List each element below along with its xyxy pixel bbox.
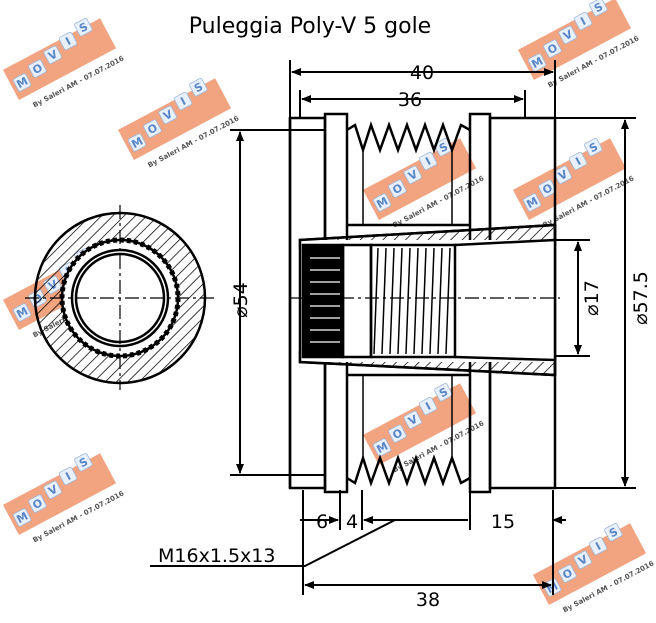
watermark-letter-box (568, 151, 588, 171)
thread-callout: M16x1.5x13 (158, 545, 275, 567)
dim-diameter-54: ⌀54 (230, 282, 252, 318)
watermark-letter-box (553, 165, 572, 184)
watermark-letter-box (28, 59, 47, 78)
dimension-lines (150, 60, 636, 595)
watermark-letter-box (558, 25, 577, 44)
watermark-letter: M (529, 55, 545, 72)
watermark-letter-box (538, 179, 557, 198)
watermark-letter-box (522, 193, 542, 212)
watermark-letter-box (12, 73, 32, 92)
watermark-letter-box (74, 453, 93, 472)
watermark-letter: I (178, 95, 188, 108)
watermark-letter-box (372, 193, 392, 212)
end-view (25, 205, 215, 390)
watermark-letter: I (423, 155, 433, 168)
watermark-letter-box (418, 151, 438, 171)
watermark-letter-box (158, 105, 177, 124)
drawing-title: Puleggia Poly-V 5 gole (189, 14, 431, 39)
watermark-letter-box (573, 550, 592, 569)
dim-40: 40 (410, 62, 434, 84)
dim-6: 6 (316, 511, 328, 533)
watermark-letter-box (388, 179, 407, 198)
watermark-letter: I (578, 15, 588, 28)
watermark-letter-box (143, 119, 162, 138)
watermark-letter: I (573, 155, 583, 168)
dim-diameter-17: ⌀17 (581, 280, 603, 316)
pulley-section (288, 112, 560, 494)
watermark-letter-box (588, 536, 608, 556)
watermark-letter: M (14, 75, 30, 92)
watermark-letter-box (43, 45, 62, 64)
watermark-letter-box (127, 133, 147, 152)
dim-36: 36 (398, 89, 422, 111)
dimension-labels: 40 36 ⌀54 ⌀17 ⌀57.5 6 4 15 M16x1.5x13 38 (158, 62, 652, 611)
watermark-letter: I (423, 400, 433, 413)
watermark-letter-box (403, 410, 422, 429)
watermark-letter-box (589, 0, 608, 17)
watermark-letter: M (14, 510, 30, 527)
dim-diameter-57-5: ⌀57.5 (630, 271, 652, 325)
watermark-letter-box (58, 466, 78, 486)
watermark-letter-box (403, 165, 422, 184)
watermark-letter-box (388, 424, 407, 443)
watermark-letter-box (543, 39, 562, 58)
watermark-letter-box (189, 78, 208, 97)
watermark-letter: M (129, 135, 145, 152)
watermark-letter-box (58, 31, 78, 51)
dim-38: 38 (416, 589, 440, 611)
watermark-letter-box (573, 11, 593, 31)
watermark-letter-box (43, 480, 62, 499)
watermark-letter-box (173, 91, 193, 111)
watermark-letter-box (12, 303, 32, 322)
watermark-letter: I (63, 35, 73, 48)
watermark-letter: I (63, 470, 73, 483)
watermark-letter-box (74, 18, 93, 37)
watermark-letter-box (28, 494, 47, 513)
watermark-letter: M (524, 195, 540, 212)
watermark-letter: M (14, 305, 30, 322)
watermark-letter-box (558, 564, 577, 583)
dim-15: 15 (491, 511, 515, 533)
watermark-letter: M (374, 440, 390, 457)
watermark-letter-box (12, 508, 32, 527)
watermark-letter-box (434, 383, 453, 402)
watermark-letter-box (418, 396, 438, 416)
watermark-letter: M (374, 195, 390, 212)
dim-4: 4 (346, 511, 358, 533)
watermark-letter-box (604, 523, 623, 542)
watermark-letter: I (593, 540, 603, 553)
watermark-letter-box (372, 438, 392, 457)
watermark-letter-box (584, 138, 603, 157)
